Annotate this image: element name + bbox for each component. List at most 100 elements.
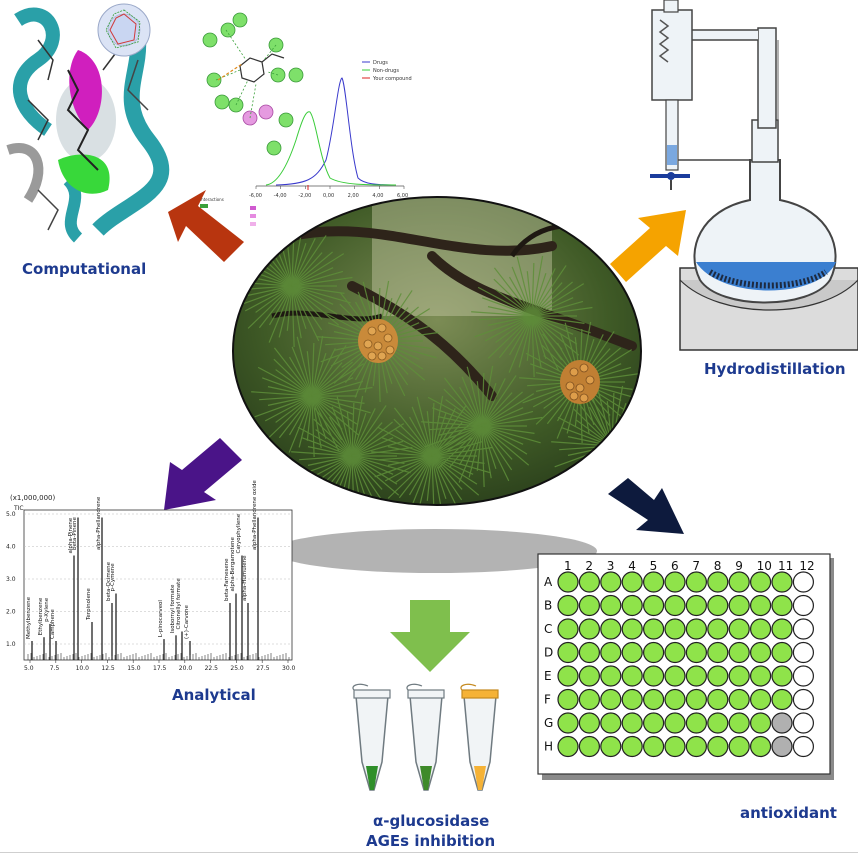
plate-well [600, 735, 622, 758]
chrom-peak-label: alpha-Humulene [242, 555, 248, 601]
plate-well [642, 594, 665, 617]
plate-well [664, 735, 686, 758]
plate-well [578, 594, 601, 617]
plate-well [750, 735, 772, 758]
plate-column-label: 11 [778, 559, 793, 573]
density-x-tick: -6,00 [249, 193, 262, 199]
ages-inhibition-label: AGEs inhibition [366, 832, 496, 850]
plate-well [557, 688, 579, 711]
computational-label: Computational [22, 260, 147, 278]
plate-column-label: 9 [735, 559, 743, 573]
plate-well [792, 641, 814, 664]
plate-well [664, 712, 686, 734]
plate-well [621, 618, 643, 640]
interaction-legend-thumbnail: Interactions [200, 197, 256, 226]
density-x-tick: 0,00 [323, 193, 334, 199]
plate-well [621, 641, 643, 664]
plate-well [642, 571, 665, 593]
plate-well [664, 688, 686, 711]
chrom-peak-label: L-pinocarveol [158, 600, 164, 637]
plate-well [621, 594, 643, 617]
chrom-x-tick: 25.0 [230, 665, 244, 672]
plate-column-label: 12 [799, 559, 814, 573]
density-x-tick: 2,00 [348, 193, 359, 199]
plate-well [750, 571, 772, 593]
plate-row-label: B [544, 599, 552, 613]
chrom-x-tick: 15.0 [127, 665, 141, 672]
tube-3 [460, 683, 499, 791]
chrom-y-tick: 4.0 [6, 544, 16, 551]
chrom-peak-label: alpha-Pinene [68, 517, 74, 553]
chrom-x-tick: 27.5 [256, 665, 270, 672]
plate-well [707, 665, 729, 687]
pine-cone-photo [232, 196, 642, 506]
legend-non-drugs: Non-drugs [373, 68, 399, 74]
plate-well [642, 735, 665, 758]
density-legend: Drugs Non-drugs Your compound [362, 60, 412, 82]
plate-well [771, 641, 793, 664]
plate-well [621, 571, 643, 593]
chrom-x-tick: 10.0 [76, 665, 90, 672]
plate-well [792, 712, 814, 734]
non-drugs-curve [265, 111, 397, 186]
plate-well [750, 712, 772, 734]
plate-well [600, 618, 622, 640]
plate-well [750, 688, 772, 711]
chrom-x-tick: 17.5 [153, 665, 167, 672]
interaction-diagram-thumbnail [202, 12, 304, 156]
plate-well [642, 641, 665, 664]
plate-well [557, 665, 579, 687]
plate-well [664, 665, 686, 687]
density-x-tick: -2,00 [298, 193, 311, 199]
chrom-peak-label: alpha-Phellandrene oxide [252, 480, 258, 550]
plate-well [685, 665, 707, 687]
plate-well [707, 571, 729, 593]
plate-column-label: 2 [585, 559, 593, 573]
plate-well [792, 735, 814, 758]
plate-well [621, 688, 643, 711]
plate-well [557, 735, 579, 758]
chrom-peak-label: alpha-Bergamotene [230, 537, 236, 592]
plate-well [771, 618, 793, 640]
plate-well [771, 571, 793, 593]
plate-well [600, 571, 622, 593]
chrom-x-tick: 20.0 [179, 665, 193, 672]
plate-well [728, 618, 750, 640]
svg-text:Interactions: Interactions [200, 197, 224, 202]
plate-well [600, 594, 622, 617]
eppendorf-tubes [352, 683, 499, 791]
plate-well [685, 688, 707, 711]
plate-well [792, 688, 814, 711]
chrom-peak-label: beta-Pinene [72, 517, 78, 550]
chrom-x-tick: 12.5 [101, 665, 115, 672]
glucosidase-label: α-glucosidase [373, 812, 490, 830]
plate-well [578, 735, 601, 758]
arrow-to-computational [168, 190, 244, 262]
plate-well [642, 712, 665, 734]
plate-well [664, 618, 686, 640]
legend-your-compound: Your compound [372, 76, 412, 82]
plate-well [685, 735, 707, 758]
plate-well [578, 641, 601, 664]
chrom-y-tick: 2.0 [6, 609, 16, 616]
chrom-peak-label: Citronellyl formate [176, 578, 182, 630]
plate-well [792, 594, 814, 617]
arrow-to-hydrodistillation [610, 210, 686, 282]
photo-shadow [273, 529, 597, 573]
plate-well [728, 688, 750, 711]
chrom-peak-label: alpha-Phellandrene [96, 496, 102, 550]
plate-well [578, 571, 601, 593]
plate-well [685, 618, 707, 640]
plate-well [728, 571, 750, 593]
plate-column-label: 10 [757, 559, 772, 573]
chrom-x-tick: 30.0 [282, 665, 296, 672]
plate-well [557, 594, 579, 617]
plate-well [707, 688, 729, 711]
plate-well [600, 665, 622, 687]
plate-well [792, 571, 814, 593]
chrom-peak-label: p-Cymene [110, 563, 116, 592]
tic-label: TIC [13, 505, 24, 512]
plate-row-label: D [544, 646, 553, 660]
plate-well [578, 618, 601, 640]
